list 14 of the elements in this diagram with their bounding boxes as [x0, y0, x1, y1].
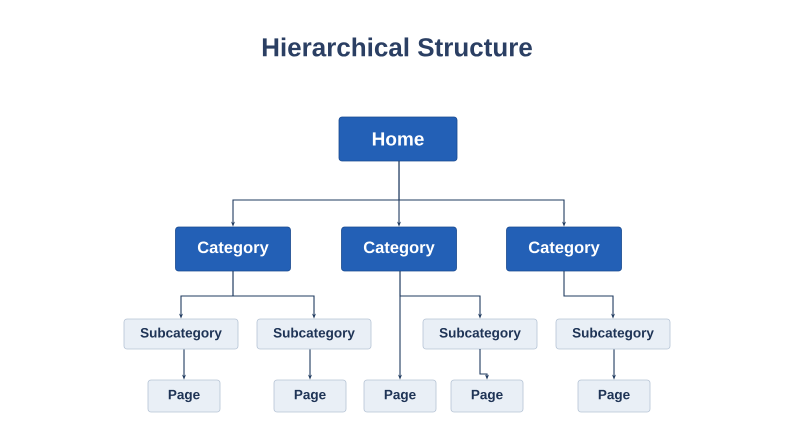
subcategory-box: Subcategory: [256, 318, 372, 350]
category-box: Category: [175, 226, 291, 272]
subcategory-box: Subcategory: [422, 318, 538, 350]
category-box: Category: [341, 226, 457, 272]
page-box: Page: [148, 380, 220, 412]
category-box: Category: [506, 226, 622, 272]
page-box: Page: [450, 380, 524, 412]
subcategory-box: Subcategory: [556, 318, 670, 350]
root-box: Home: [338, 116, 458, 162]
page-box: Page: [364, 380, 436, 412]
page-box: Page: [578, 380, 650, 412]
title: Hierarchical Structure: [262, 37, 532, 57]
subcategory-box: Subcategory: [124, 318, 238, 350]
page-box: Page: [274, 380, 346, 412]
